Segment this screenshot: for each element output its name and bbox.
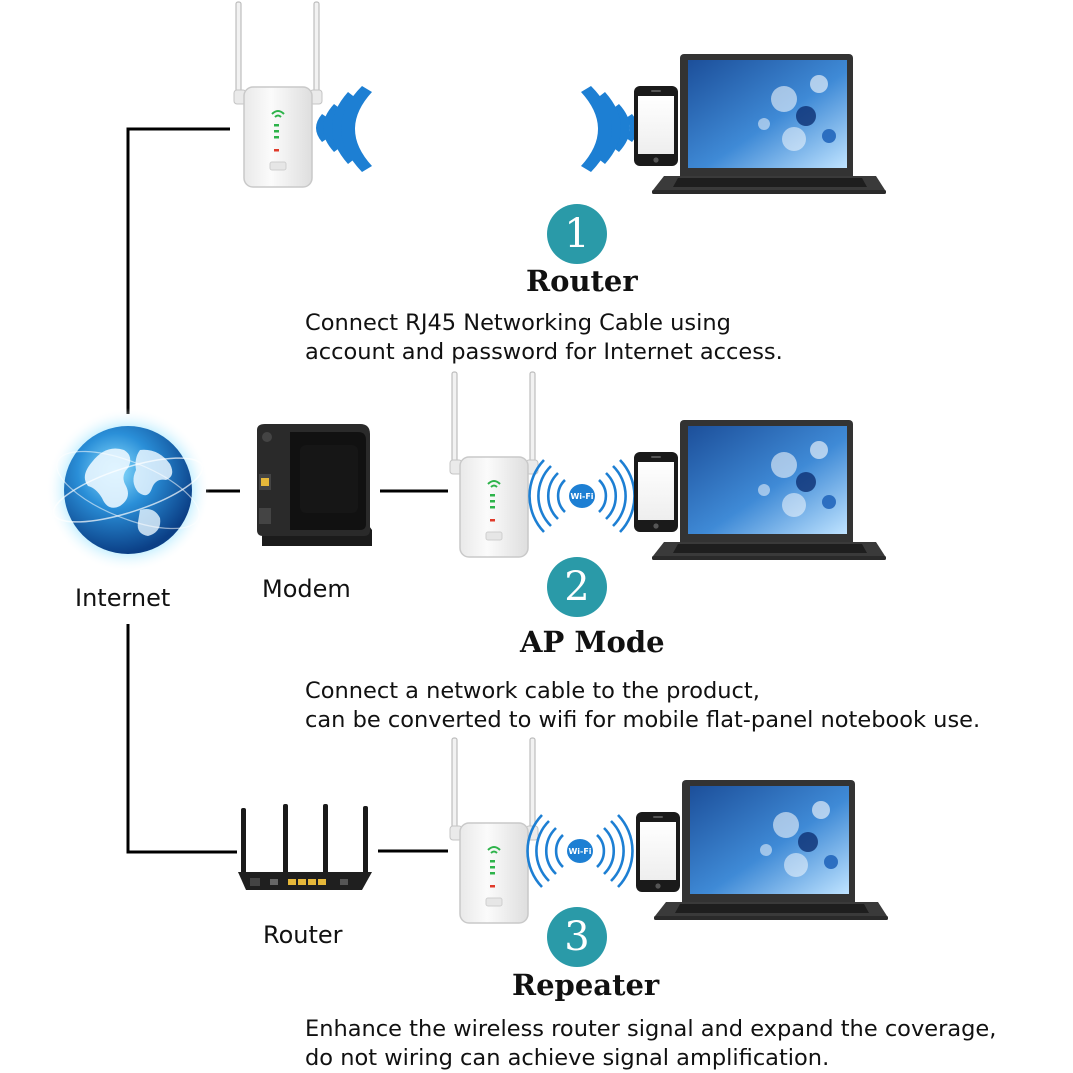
mode-3-number-badge: 3 (547, 907, 607, 967)
mode-1-desc-line1: Connect RJ45 Networking Cable using (305, 310, 731, 336)
router-label: Router (263, 921, 343, 949)
line-globe-to-router (126, 624, 237, 854)
mode-2-number-badge: 2 (547, 557, 607, 617)
mode-2-desc-line1: Connect a network cable to the product, (305, 678, 760, 704)
router-icon (238, 804, 372, 890)
wifi-badge-text: Wi-Fi (568, 847, 591, 856)
mode-1-desc-line2: account and password for Internet access… (305, 339, 783, 365)
extender-icon (233, 1, 323, 188)
laptop-icon (636, 780, 888, 920)
extender-icon (449, 371, 539, 558)
wifi-waves-icon (581, 86, 638, 172)
mode-3-desc-line2: do not wiring can achieve signal amplifi… (305, 1045, 830, 1071)
mode-2-title: AP Mode (520, 625, 665, 659)
mode-1-number-badge: 1 (547, 204, 607, 264)
internet-label: Internet (75, 584, 171, 612)
modem-icon (257, 424, 372, 546)
mode-3-title: Repeater (512, 968, 660, 1002)
connection-lines (126, 127, 448, 854)
wifi-waves-icon (316, 86, 372, 172)
mode-2-desc-line2: can be converted to wifi for mobile flat… (305, 707, 981, 733)
mode-3-desc-line1: Enhance the wireless router signal and e… (305, 1016, 997, 1042)
line-globe-to-router-mode (126, 127, 230, 414)
laptop-icon (634, 54, 886, 194)
laptop-icon (634, 420, 886, 560)
globe-icon (46, 408, 210, 572)
mode-1-title: Router (526, 264, 638, 298)
wifi-badge-text: Wi-Fi (570, 492, 593, 501)
modem-label: Modem (262, 575, 351, 603)
extender-icon (449, 737, 539, 924)
